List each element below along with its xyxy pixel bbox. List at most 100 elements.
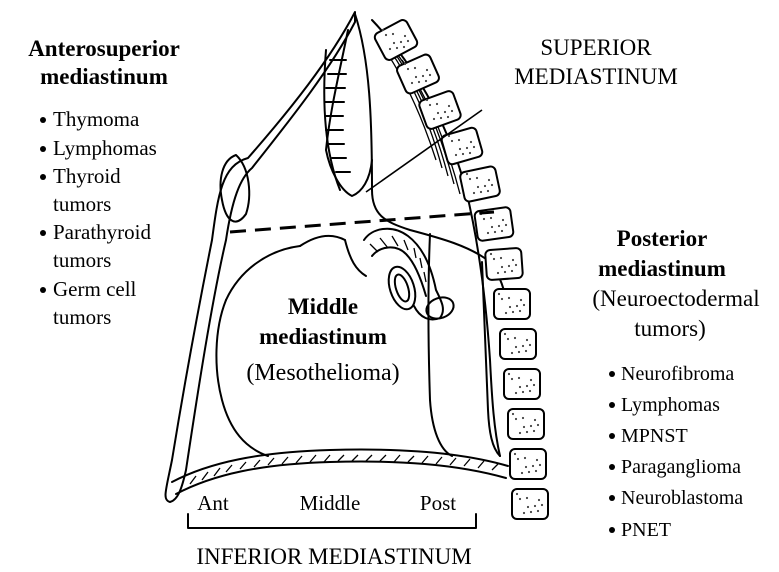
vertebral-column <box>373 18 548 519</box>
vertebra-stipple <box>498 225 500 227</box>
vertebra-stipple <box>526 497 528 499</box>
vertebra <box>373 18 419 61</box>
vertebra-stipple <box>494 231 496 233</box>
vertebra-stipple <box>523 426 525 428</box>
vertebra-stipple <box>493 258 495 260</box>
vertebra-stipple <box>519 386 521 388</box>
vertebra-stipple <box>469 152 471 154</box>
vertebra-stipple <box>516 305 518 307</box>
vertebra-stipple <box>480 191 482 193</box>
vertebra-stipple <box>425 80 427 82</box>
vertebra-stipple <box>382 29 384 31</box>
posterior-subtitle-line1: (Neuroectodermal <box>592 286 759 311</box>
vertebra-stipple <box>529 390 531 392</box>
vertebra-stipple <box>466 173 468 175</box>
vertebra-stipple <box>505 312 507 314</box>
vertebra-stipple <box>508 297 510 299</box>
list-item: Thyroid <box>53 164 121 188</box>
great-vessels <box>345 229 457 322</box>
vertebra-stipple <box>517 458 519 460</box>
vertebra-stipple <box>512 259 514 261</box>
list-item: Thymoma <box>53 107 140 131</box>
vertebra-stipple <box>404 63 406 65</box>
vertebra-stipple <box>523 512 525 514</box>
vertebra-stipple <box>451 110 453 112</box>
posterior-title-line2: mediastinum <box>598 256 726 281</box>
list-item: PNET <box>621 519 671 541</box>
vertebra-stipple <box>508 373 510 375</box>
vertebra-stipple <box>447 116 449 118</box>
vertebra-stipple <box>407 68 409 70</box>
inferior-title: INFERIOR MEDIASTINUM <box>196 544 471 569</box>
vertebra-stipple <box>515 418 517 420</box>
vertebra-stipple <box>522 391 524 393</box>
vertebra-stipple <box>515 346 517 348</box>
vertebra-stipple <box>501 266 503 268</box>
vertebra-stipple <box>448 135 450 137</box>
list-bullet <box>40 230 46 236</box>
sternum <box>166 12 355 502</box>
vertebra-stipple <box>515 264 517 266</box>
list-item: Lymphomas <box>621 394 720 416</box>
vertebra-stipple <box>529 344 531 346</box>
middle-title-line2: mediastinum <box>259 324 387 349</box>
superior-inferior-divider <box>230 212 494 232</box>
vertebra-stipple <box>426 69 428 71</box>
vertebra-stipple <box>527 506 529 508</box>
vertebra-stipple <box>535 470 537 472</box>
vertebra-stipple <box>525 466 527 468</box>
vertebra-stipple <box>505 224 507 226</box>
list-item: tumors <box>53 192 111 216</box>
vertebra-stipple <box>512 311 514 313</box>
vertebra-stipple <box>501 298 503 300</box>
vertebra-stipple <box>501 230 503 232</box>
vertebra-stipple <box>407 40 409 42</box>
vertebra-stipple <box>436 103 438 105</box>
vertebra-stipple <box>433 118 435 120</box>
vertebra-stipple <box>490 217 492 219</box>
list-bullet <box>609 402 615 408</box>
vertebra-stipple <box>498 293 500 295</box>
vertebra-stipple <box>473 192 475 194</box>
vertebra-stipple <box>526 431 528 433</box>
vertebra-stipple <box>418 81 420 83</box>
vertebra-stipple <box>514 337 516 339</box>
vertebra-stipple <box>526 385 528 387</box>
vertebra-stipple <box>514 453 516 455</box>
vertebra-stipple <box>396 47 398 49</box>
vertebra-stipple <box>470 141 472 143</box>
middle-subtitle: (Mesothelioma) <box>246 360 399 386</box>
vertebra-stipple <box>497 272 499 274</box>
vertebra-stipple <box>511 352 513 354</box>
vertebra-stipple <box>459 148 461 150</box>
list-item: Parathyroid <box>53 220 151 244</box>
vertebra-stipple <box>507 338 509 340</box>
vertebra-stipple <box>525 350 527 352</box>
list-item: Paraganglioma <box>621 456 741 478</box>
vertebra-stipple <box>539 464 541 466</box>
vertebra-stipple <box>537 424 539 426</box>
trachea <box>324 50 350 190</box>
vertebra-stipple <box>504 333 506 335</box>
vertebra-stipple <box>530 511 532 513</box>
list-bullet <box>40 146 46 152</box>
list-bullet <box>609 495 615 501</box>
vertebra-stipple <box>534 419 536 421</box>
anterosuperior-title-line2: mediastinum <box>40 64 168 89</box>
anterosuperior-tumor-list: Thymoma Lymphomas Thyroid tumors Parathy… <box>40 107 157 329</box>
vertebra-stipple <box>522 417 524 419</box>
vertebra-stipple <box>422 75 424 77</box>
vertebra-stipple <box>508 265 510 267</box>
list-bullet <box>609 371 615 377</box>
vertebra-stipple <box>440 117 442 119</box>
vertebra <box>459 166 500 203</box>
vertebra-stipple <box>458 139 460 141</box>
vertebra-stipple <box>511 270 513 272</box>
vertebra-stipple <box>524 457 526 459</box>
inferior-middle-label: Middle <box>300 491 361 515</box>
anterosuperior-title-line1: Anterosuperior <box>28 36 180 61</box>
vertebra-stipple <box>429 74 431 76</box>
vertebra-stipple <box>541 504 543 506</box>
list-item: MPNST <box>621 425 688 447</box>
